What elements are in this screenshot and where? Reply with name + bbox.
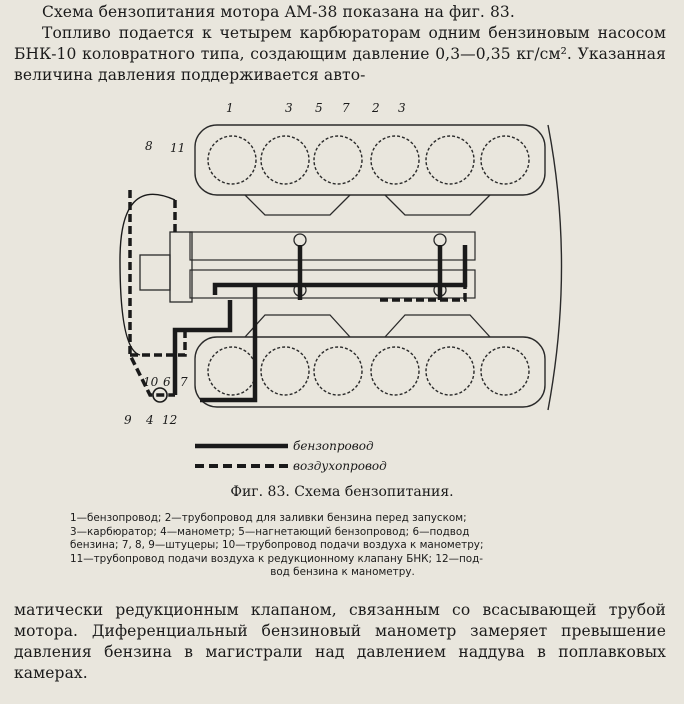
callout-bottom-4: 9 xyxy=(124,413,132,427)
legend-line-2: 3—карбюратор; 4—манометр; 5—нагнетающий … xyxy=(70,525,470,538)
legend-air-label: воздухопровод xyxy=(293,459,387,473)
figure-legend: 1—бензопровод; 2—трубопровод для заливки… xyxy=(70,512,615,580)
air-line-loop xyxy=(119,193,176,356)
legend-line-4: 11—трубопровод подачи воздуха к редукцио… xyxy=(70,552,484,565)
carburettors xyxy=(244,194,491,338)
intro-paragraph-2: Топливо подается к четырем карбюраторам … xyxy=(14,24,666,84)
top-cylinder-bank xyxy=(194,124,546,196)
air-lines xyxy=(128,190,467,397)
callout-left-2: 11 xyxy=(170,141,185,155)
legend-fuel-label: бензопровод xyxy=(293,439,374,453)
legend-line-3: бензина; 7, 8, 9—штуцеры; 10—трубопровод… xyxy=(70,539,484,551)
intake-manifold xyxy=(189,231,476,299)
legend-line-5: вод бензина к манометру. xyxy=(270,566,415,578)
callout-top-6: 3 xyxy=(398,101,406,115)
callout-bottom-5: 4 xyxy=(145,413,154,427)
bottom-cylinder-bank xyxy=(194,336,546,408)
intro-line-1: Схема бензопитания мотора АМ-38 показана… xyxy=(42,3,515,21)
callout-bottom-1: 10 xyxy=(143,375,159,389)
callout-bottom-3: 7 xyxy=(180,375,188,389)
callout-top-3: 5 xyxy=(315,101,323,115)
figure-caption: Фиг. 83. Схема бензопитания. xyxy=(230,484,454,500)
manometer-icon xyxy=(152,387,168,403)
intro-text: Схема бензопитания мотора АМ-38 показана… xyxy=(14,2,666,86)
callout-top-1: 1 xyxy=(226,101,234,115)
callout-top-2: 3 xyxy=(285,101,293,115)
callout-left-1: 8 xyxy=(145,139,153,153)
callout-top-4: 7 xyxy=(342,101,350,115)
fuel-pump xyxy=(139,231,193,303)
legend-line-1: 1—бензопровод; 2—трубопровод для заливки… xyxy=(70,512,467,524)
callout-bottom-6: 12 xyxy=(162,413,177,427)
callout-top-5: 2 xyxy=(371,101,380,115)
callout-bottom-2: 6 xyxy=(163,375,171,389)
closing-paragraph: матически редукционным клапаном, связанн… xyxy=(14,601,666,682)
propeller-hub xyxy=(547,124,563,411)
fuel-lines xyxy=(172,245,468,403)
